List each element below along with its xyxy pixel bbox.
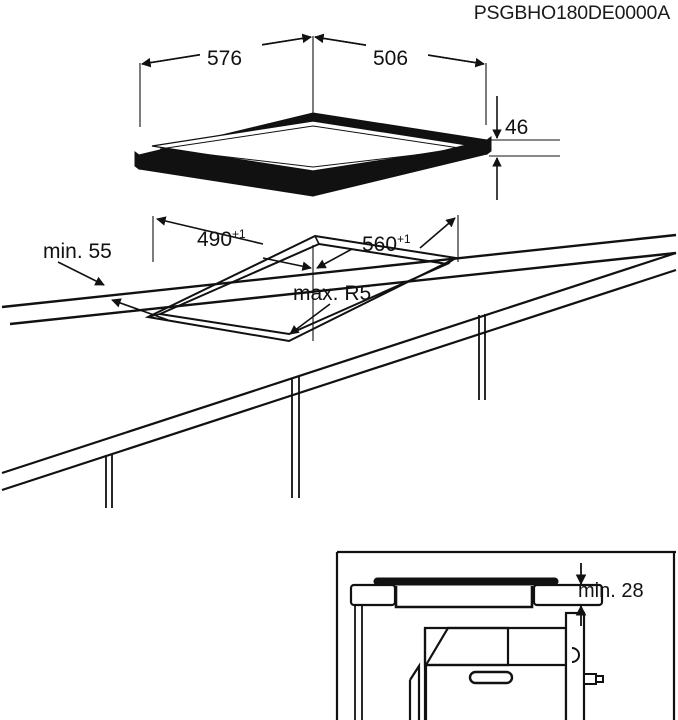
extension-lines-top — [139, 36, 487, 127]
label-corner-radius-max: max. R5 — [293, 282, 372, 305]
worktop-surface — [1, 233, 677, 326]
detail-cooktop-glass — [373, 577, 559, 586]
leader-min55 — [57, 261, 169, 321]
label-clearance-below-min: min. 28 — [578, 580, 644, 602]
dimension-560 — [316, 217, 456, 269]
label-cutout-depth: 490+1 — [197, 227, 246, 251]
label-cutout-width-value: 560 — [362, 233, 398, 256]
detail-right-bracket — [564, 611, 586, 720]
worktop-dividers — [105, 314, 486, 508]
detail-section-view — [335, 550, 676, 720]
worktop-cutout — [144, 234, 460, 343]
label-cutout-depth-tolerance: +1 — [232, 227, 246, 241]
leader-maxr5 — [289, 303, 331, 335]
label-cutout-width: 560+1 — [362, 232, 411, 256]
model-code: PSGBHO180DE0000A — [473, 2, 670, 24]
detail-screw — [583, 673, 604, 685]
detail-cabinet-left — [354, 605, 363, 720]
dimension-490 — [156, 216, 312, 271]
label-appliance-depth: 506 — [373, 47, 409, 70]
detail-bracket-hole — [571, 647, 580, 663]
label-appliance-height: 46 — [505, 116, 529, 139]
appliance-isometric-view — [134, 33, 560, 200]
label-cutout-width-tolerance: +1 — [397, 232, 411, 246]
label-worktop-thickness-min: min. 55 — [43, 240, 112, 263]
detail-cooktop-body — [394, 586, 534, 609]
appliance-body — [134, 112, 492, 197]
worktop-cutout-view — [1, 215, 677, 508]
label-cutout-depth-value: 490 — [197, 228, 233, 251]
detail-frame — [335, 550, 676, 720]
witness-lines-cutout — [152, 215, 459, 341]
worktop-rear-edge — [1, 251, 677, 492]
detail-worktop — [349, 583, 604, 607]
dimension-46 — [489, 96, 560, 200]
detail-oven-slot — [468, 670, 514, 685]
label-appliance-width: 576 — [207, 47, 243, 70]
